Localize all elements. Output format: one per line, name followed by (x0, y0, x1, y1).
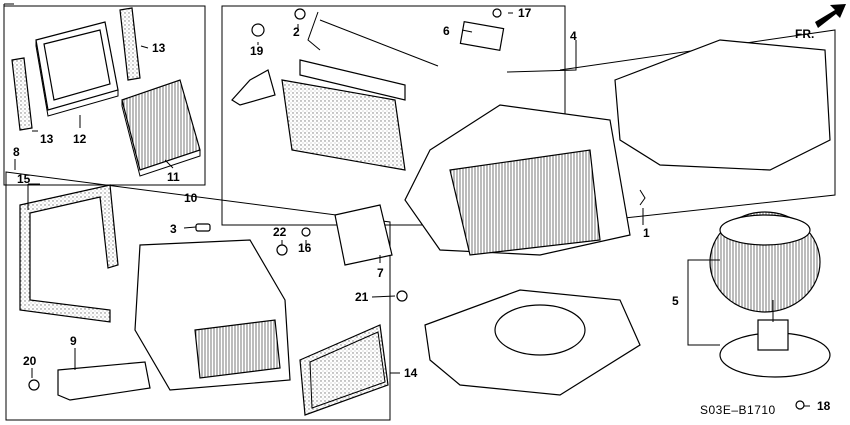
heater-pipe (307, 11, 439, 67)
callout-11: 11 (167, 170, 180, 184)
evaporator-group-box (5, 171, 391, 421)
seal-14 (299, 324, 389, 416)
callout-13a: 13 (152, 41, 166, 55)
screw-21 (396, 290, 408, 302)
front-direction-label: FR. (795, 27, 814, 41)
blower-case (404, 104, 631, 256)
pipe-bracket (231, 69, 276, 106)
filter-seal-left (11, 57, 33, 131)
screw-17 (492, 8, 502, 18)
clip-2 (294, 8, 306, 20)
air-filter (121, 79, 201, 177)
callout-12: 12 (73, 132, 87, 146)
callout-17: 17 (518, 6, 532, 20)
blower-motor (719, 300, 831, 378)
power-transistor (459, 20, 505, 52)
seal-15 (19, 184, 119, 323)
clip-1 (639, 189, 646, 206)
filter-seal-right (119, 7, 141, 81)
filter-frame (35, 21, 119, 117)
callout-4: 4 (570, 29, 577, 43)
clip-19 (251, 23, 265, 37)
callout-3: 3 (170, 222, 177, 236)
callout-15: 15 (17, 172, 31, 186)
callout-9: 9 (70, 334, 77, 348)
callout-21: 21 (355, 290, 369, 304)
callout-labels: 1 2 3 4 5 6 7 8 9 10 11 12 13 13 14 15 1… (13, 6, 831, 413)
callout-19: 19 (250, 44, 264, 58)
callout-1: 1 (643, 226, 650, 240)
blower-scroll (614, 39, 831, 171)
screw-20 (28, 379, 40, 391)
callout-16: 16 (298, 241, 312, 255)
callout-5: 5 (672, 294, 679, 308)
front-arrow-icon (815, 4, 846, 28)
callout-7: 7 (377, 266, 384, 280)
callout-18: 18 (817, 399, 831, 413)
nut-22 (276, 244, 288, 256)
callout-2: 2 (293, 25, 300, 39)
blower-fan (709, 211, 821, 313)
screw-16 (301, 227, 311, 237)
drain-bracket (57, 361, 151, 401)
callout-20: 20 (23, 354, 37, 368)
callout-22: 22 (273, 225, 287, 239)
lower-case (424, 289, 641, 396)
evaporator-case (134, 239, 291, 391)
screw-3 (195, 223, 211, 232)
heater-core (281, 59, 406, 171)
mode-door-motor (334, 204, 393, 266)
callout-10: 10 (184, 191, 198, 205)
callout-8: 8 (13, 145, 20, 159)
callout-6: 6 (443, 24, 450, 38)
diagram-code: S03E–B1710 (700, 403, 776, 417)
callout-13b: 13 (40, 132, 54, 146)
callout-14: 14 (404, 366, 418, 380)
screw-18 (795, 400, 805, 410)
filter-group-box (3, 5, 206, 186)
leader-lines (14, 12, 810, 407)
